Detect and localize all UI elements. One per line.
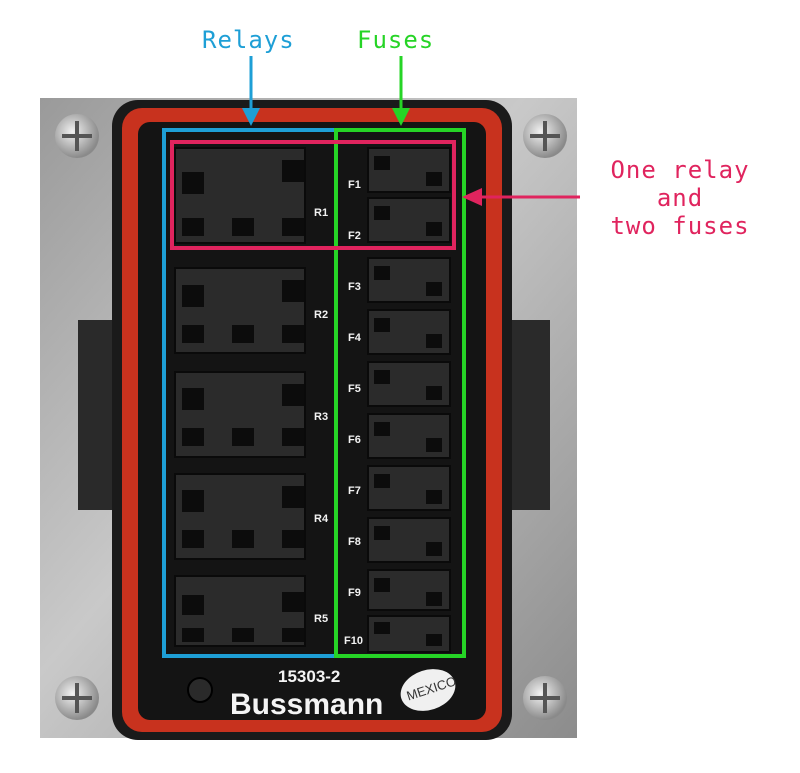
fuse-label-f3: F3 bbox=[348, 281, 361, 293]
callout-annotation: One relay and two fuses bbox=[585, 156, 775, 240]
screw-icon bbox=[55, 676, 99, 720]
fuse-label-f4: F4 bbox=[348, 332, 362, 344]
relay-label-r1: R1 bbox=[314, 207, 328, 219]
brand-name: Bussmann bbox=[230, 688, 383, 721]
callout-line: One relay bbox=[610, 156, 750, 184]
fuse-label-f7: F7 bbox=[348, 485, 361, 497]
screw-icon bbox=[523, 676, 567, 720]
relay-label-r5: R5 bbox=[314, 613, 328, 625]
relay-label-r4: R4 bbox=[314, 513, 329, 525]
fuse-label-f5: F5 bbox=[348, 383, 361, 395]
callout-box bbox=[170, 140, 456, 250]
fuse-label-f6: F6 bbox=[348, 434, 361, 446]
fuses-arrow-icon bbox=[392, 56, 410, 126]
fuse-label-f10: F10 bbox=[344, 635, 363, 647]
fuse-label-f9: F9 bbox=[348, 587, 361, 599]
relays-arrow-icon bbox=[242, 56, 260, 126]
callout-line: and bbox=[656, 184, 704, 212]
relay-label-r3: R3 bbox=[314, 411, 328, 423]
fuse-label-f2: F2 bbox=[348, 230, 361, 242]
origin-sticker: MEXICO bbox=[400, 669, 458, 711]
callout-line: two fuses bbox=[610, 212, 750, 240]
fuse-label-f1: F1 bbox=[348, 179, 361, 191]
part-number: 15303-2 bbox=[278, 667, 340, 686]
relay-label-r2: R2 bbox=[314, 309, 328, 321]
fuses-annotation: Fuses bbox=[357, 26, 435, 54]
callout-arrow-icon bbox=[462, 188, 580, 206]
drain-hole bbox=[187, 677, 213, 703]
relays-annotation: Relays bbox=[202, 26, 295, 54]
screw-icon bbox=[55, 114, 99, 158]
fuse-label-f8: F8 bbox=[348, 536, 361, 548]
fuses-box bbox=[334, 128, 466, 658]
screw-icon bbox=[523, 114, 567, 158]
